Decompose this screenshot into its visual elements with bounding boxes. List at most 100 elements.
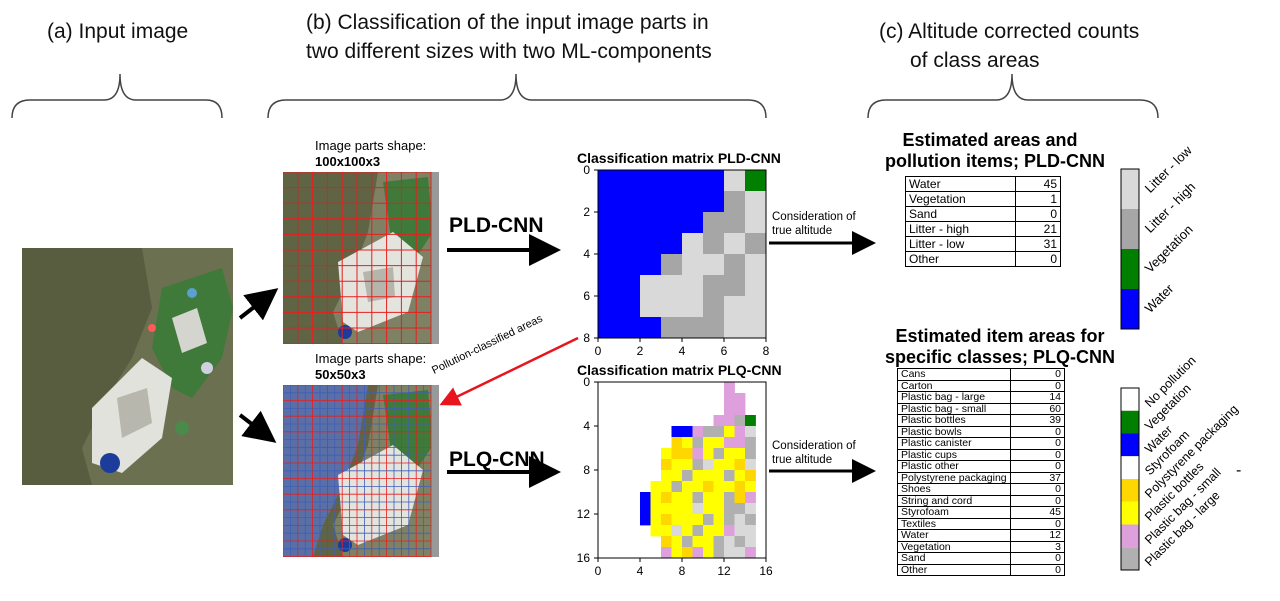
plq-cell bbox=[745, 437, 756, 449]
plq-cell bbox=[650, 525, 662, 537]
row-value: 3 bbox=[1009, 540, 1066, 553]
plq-cell bbox=[734, 426, 746, 438]
plq-cell bbox=[745, 426, 756, 438]
row-value: 0 bbox=[1009, 425, 1066, 438]
row-value: 0 bbox=[1009, 460, 1066, 473]
plq-cell bbox=[745, 415, 756, 427]
pld-cell bbox=[682, 170, 704, 192]
plq-cell bbox=[713, 470, 725, 482]
plq-cell bbox=[692, 503, 704, 515]
plq-cell bbox=[682, 547, 693, 559]
plq-cell bbox=[734, 514, 746, 526]
pld-xtick: 0 bbox=[595, 344, 602, 358]
pld-cell bbox=[598, 191, 620, 213]
plq-cell bbox=[703, 470, 714, 482]
plq-cell bbox=[671, 448, 683, 460]
plq-cell bbox=[692, 514, 704, 526]
pld-cell bbox=[682, 275, 704, 297]
plq-cell bbox=[724, 470, 735, 482]
colorbar-pld-litter-low bbox=[1121, 169, 1139, 209]
row-value: 0 bbox=[1009, 483, 1066, 496]
plq-cell bbox=[703, 525, 714, 537]
plq-cell bbox=[661, 481, 672, 493]
plq-cell bbox=[734, 525, 746, 537]
plq-cell bbox=[745, 503, 756, 515]
pld-cell bbox=[703, 254, 725, 276]
row-value: 0 bbox=[1009, 494, 1066, 507]
plq-cell bbox=[671, 525, 683, 537]
plq-cell bbox=[682, 426, 693, 438]
row-label: Plastic bag - small bbox=[897, 402, 1011, 415]
input-photo-art bbox=[22, 248, 233, 485]
grid-bottom-label: Image parts shape: bbox=[315, 351, 427, 366]
pld-xtick: 8 bbox=[763, 344, 770, 358]
plq-cell bbox=[745, 514, 756, 526]
plq-cell bbox=[734, 481, 746, 493]
plq-cell bbox=[724, 393, 735, 405]
plq-cell bbox=[703, 426, 714, 438]
row-value: 12 bbox=[1009, 529, 1066, 542]
plq-cell bbox=[703, 437, 714, 449]
plq-cell bbox=[745, 536, 756, 548]
plq-cell bbox=[713, 547, 725, 559]
row-value: 0 bbox=[1015, 251, 1061, 267]
table-plq-title-line2: specific classes; PLQ-CNN bbox=[884, 347, 1116, 367]
plq-cell bbox=[713, 525, 725, 537]
plq-cell bbox=[703, 481, 714, 493]
grid-top-shape: 100x100x3 bbox=[315, 154, 381, 169]
grid-bottom-shape: 50x50x3 bbox=[315, 367, 366, 382]
plq-cell bbox=[724, 437, 735, 449]
plq-cell bbox=[734, 470, 746, 482]
pld-cell bbox=[703, 233, 725, 255]
pld-cell bbox=[640, 233, 662, 255]
pld-cell bbox=[745, 296, 767, 318]
plq-cell bbox=[661, 459, 672, 471]
plq-cell bbox=[724, 415, 735, 427]
pld-cell bbox=[640, 212, 662, 234]
plq-cell bbox=[692, 437, 704, 449]
row-value: 45 bbox=[1009, 506, 1066, 519]
plq-cell bbox=[661, 470, 672, 482]
grid-top-label: Image parts shape: bbox=[315, 138, 427, 153]
pld-cell bbox=[619, 170, 641, 192]
row-label: String and cord bbox=[897, 494, 1011, 507]
pld-cell bbox=[661, 191, 683, 213]
plq-cell bbox=[713, 426, 725, 438]
pld-cell bbox=[745, 191, 767, 213]
pld-cell bbox=[682, 191, 704, 213]
plq-xtick: 8 bbox=[679, 564, 686, 578]
pld-cell bbox=[724, 212, 746, 234]
pld-cell bbox=[703, 275, 725, 297]
plq-cell bbox=[640, 492, 651, 504]
row-label: Styrofoam bbox=[897, 506, 1011, 519]
grid-image-bottom bbox=[283, 385, 439, 557]
plq-cell bbox=[650, 503, 662, 515]
plq-cell bbox=[745, 470, 756, 482]
plq-cell bbox=[692, 459, 704, 471]
plq-cell bbox=[724, 481, 735, 493]
row-label: Plastic canister bbox=[897, 437, 1011, 450]
plq-ytick: 12 bbox=[577, 507, 591, 521]
plq-cell bbox=[734, 536, 746, 548]
row-label: Other bbox=[897, 563, 1011, 576]
plq-cell bbox=[671, 503, 683, 515]
plq-xtick: 0 bbox=[595, 564, 602, 578]
row-value: 0 bbox=[1009, 437, 1066, 450]
plq-cnn-label: PLQ-CNN bbox=[449, 448, 545, 471]
input-image bbox=[22, 248, 233, 485]
plq-cell bbox=[692, 481, 704, 493]
header-classification-line2: two different sizes with two ML-componen… bbox=[306, 40, 712, 63]
pld-cell bbox=[640, 170, 662, 192]
row-label: Plastic bag - large bbox=[897, 391, 1011, 404]
pld-cell bbox=[598, 254, 620, 276]
plq-cell bbox=[671, 470, 683, 482]
plq-cell bbox=[734, 404, 746, 416]
pld-cell bbox=[745, 275, 767, 297]
row-label: Sand bbox=[897, 552, 1011, 565]
